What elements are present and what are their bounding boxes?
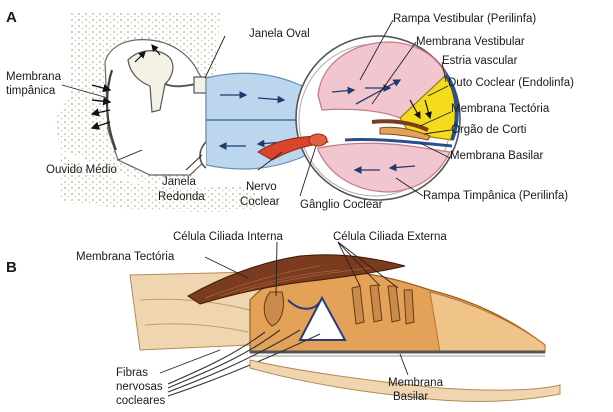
label-celula-ciliada-interna: Célula Ciliada Interna: [173, 231, 284, 243]
label-fibras-1: Fibras: [116, 367, 148, 379]
panel-b-letter: B: [6, 259, 17, 276]
label-duto-coclear: Duto Coclear (Endolinfa): [448, 77, 574, 89]
label-ouvido-medio: Ouvido Médio: [46, 164, 117, 176]
label-membrana-basilar-b-2: Basilar: [393, 391, 428, 403]
label-orgao-de-corti: Órgão de Corti: [451, 123, 526, 136]
panel-a-letter: A: [6, 9, 17, 26]
label-fibras-2: nervosas: [116, 381, 163, 393]
cochlea-cross-section: [296, 36, 460, 200]
hensen-cells: [430, 292, 545, 352]
label-membrana-basilar-b-1: Membrana: [388, 377, 444, 389]
label-janela-redonda-2: Redonda: [158, 191, 205, 203]
panel-b: B: [6, 231, 560, 407]
label-ganglio-coclear: Gânglio Coclear: [300, 199, 383, 211]
label-janela-oval: Janela Oval: [249, 28, 310, 40]
label-nervo-coclear-2: Coclear: [240, 196, 280, 208]
label-membrana-vestibular: Membrana Vestibular: [416, 36, 525, 48]
label-estria-vascular: Estria vascular: [442, 55, 518, 67]
panel-a: A: [6, 9, 574, 212]
label-nervo-coclear-1: Nervo: [246, 181, 277, 193]
label-membrana-tectoria-a: Membrana Tectória: [451, 103, 550, 115]
label-membrana-timpanica-1: Membrana: [6, 71, 62, 83]
label-fibras-3: cocleares: [116, 395, 165, 407]
label-rampa-timpanica: Rampa Timpânica (Perilinfa): [423, 190, 568, 202]
label-celula-ciliada-externa: Célula Ciliada Externa: [333, 231, 447, 243]
label-membrana-tectoria-b: Membrana Tectória: [76, 251, 175, 263]
label-rampa-vestibular: Rampa Vestibular (Perilinfa): [393, 13, 536, 25]
label-membrana-timpanica-2: timpânica: [6, 85, 56, 97]
label-janela-redonda-1: Janela: [162, 176, 196, 188]
label-membrana-basilar-a: Membrana Basilar: [450, 150, 543, 162]
